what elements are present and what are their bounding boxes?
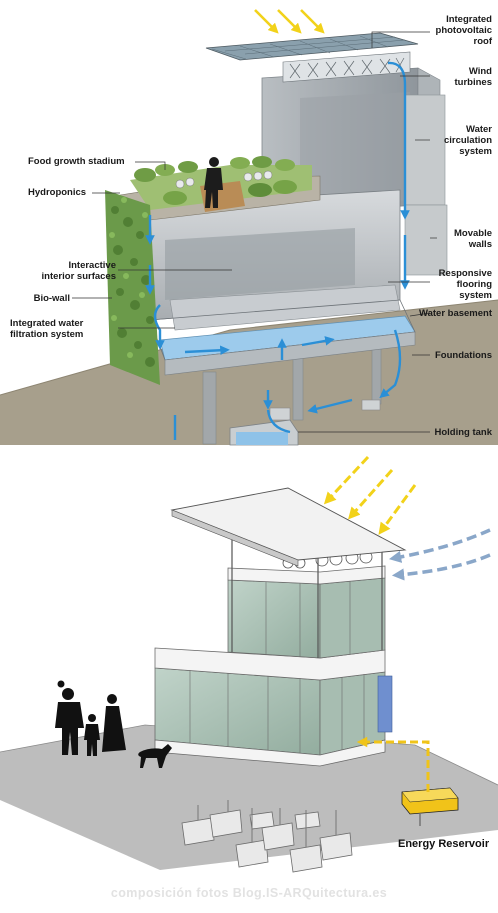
label-water-circulation: Water circulation system — [443, 124, 492, 157]
label-water-filtration: Integrated water filtration system — [10, 318, 84, 340]
label-holding-tank: Holding tank — [434, 427, 492, 438]
wind-arrows — [388, 528, 491, 581]
person-silhouette — [204, 157, 223, 208]
family-silhouettes — [55, 680, 172, 768]
upper-glass-facade — [227, 579, 321, 659]
top-diagram — [0, 9, 498, 446]
label-energy-reservoir: Energy Reservoir — [398, 838, 490, 850]
label-interactive-surfaces: Interactive interior surfaces — [41, 260, 116, 282]
bottom-diagram — [0, 455, 498, 873]
label-flooring: Responsive flooring system — [438, 268, 492, 301]
hydroponic-plants — [134, 156, 297, 205]
movable-wall-panel — [404, 94, 446, 206]
label-food-growth: Food growth stadium — [28, 156, 125, 167]
label-bio-wall: Bio-wall — [33, 293, 70, 304]
label-pv-roof: Integrated photovoltaic roof — [435, 14, 492, 47]
watermark-text: composición fotos Blog.IS-ARQuitectura.e… — [110, 886, 388, 900]
label-water-basement: Water basement — [418, 308, 492, 319]
movable-wall-panel — [404, 204, 448, 276]
label-leaders — [72, 31, 437, 433]
label-foundations: Foundations — [435, 350, 492, 361]
photovoltaic-roof — [205, 32, 419, 61]
label-hydroponics: Hydroponics — [28, 187, 87, 198]
interactive-interior-surface — [165, 228, 355, 300]
pillar — [292, 349, 304, 421]
battery-panel — [377, 675, 393, 733]
foundation-pads — [181, 809, 353, 873]
pillar — [202, 371, 217, 445]
sunlight-arrows-top — [254, 9, 325, 34]
sunlight-arrows-bottom — [323, 455, 417, 535]
wind-turbines — [289, 57, 405, 79]
water-circulation-arrows — [145, 61, 410, 440]
energy-flow-arrow — [356, 736, 430, 792]
label-movable-walls: Movable walls — [453, 228, 492, 250]
ground-plane — [0, 725, 498, 870]
label-wind-turbines: Wind turbines — [454, 66, 492, 88]
responsive-floor — [169, 284, 401, 331]
